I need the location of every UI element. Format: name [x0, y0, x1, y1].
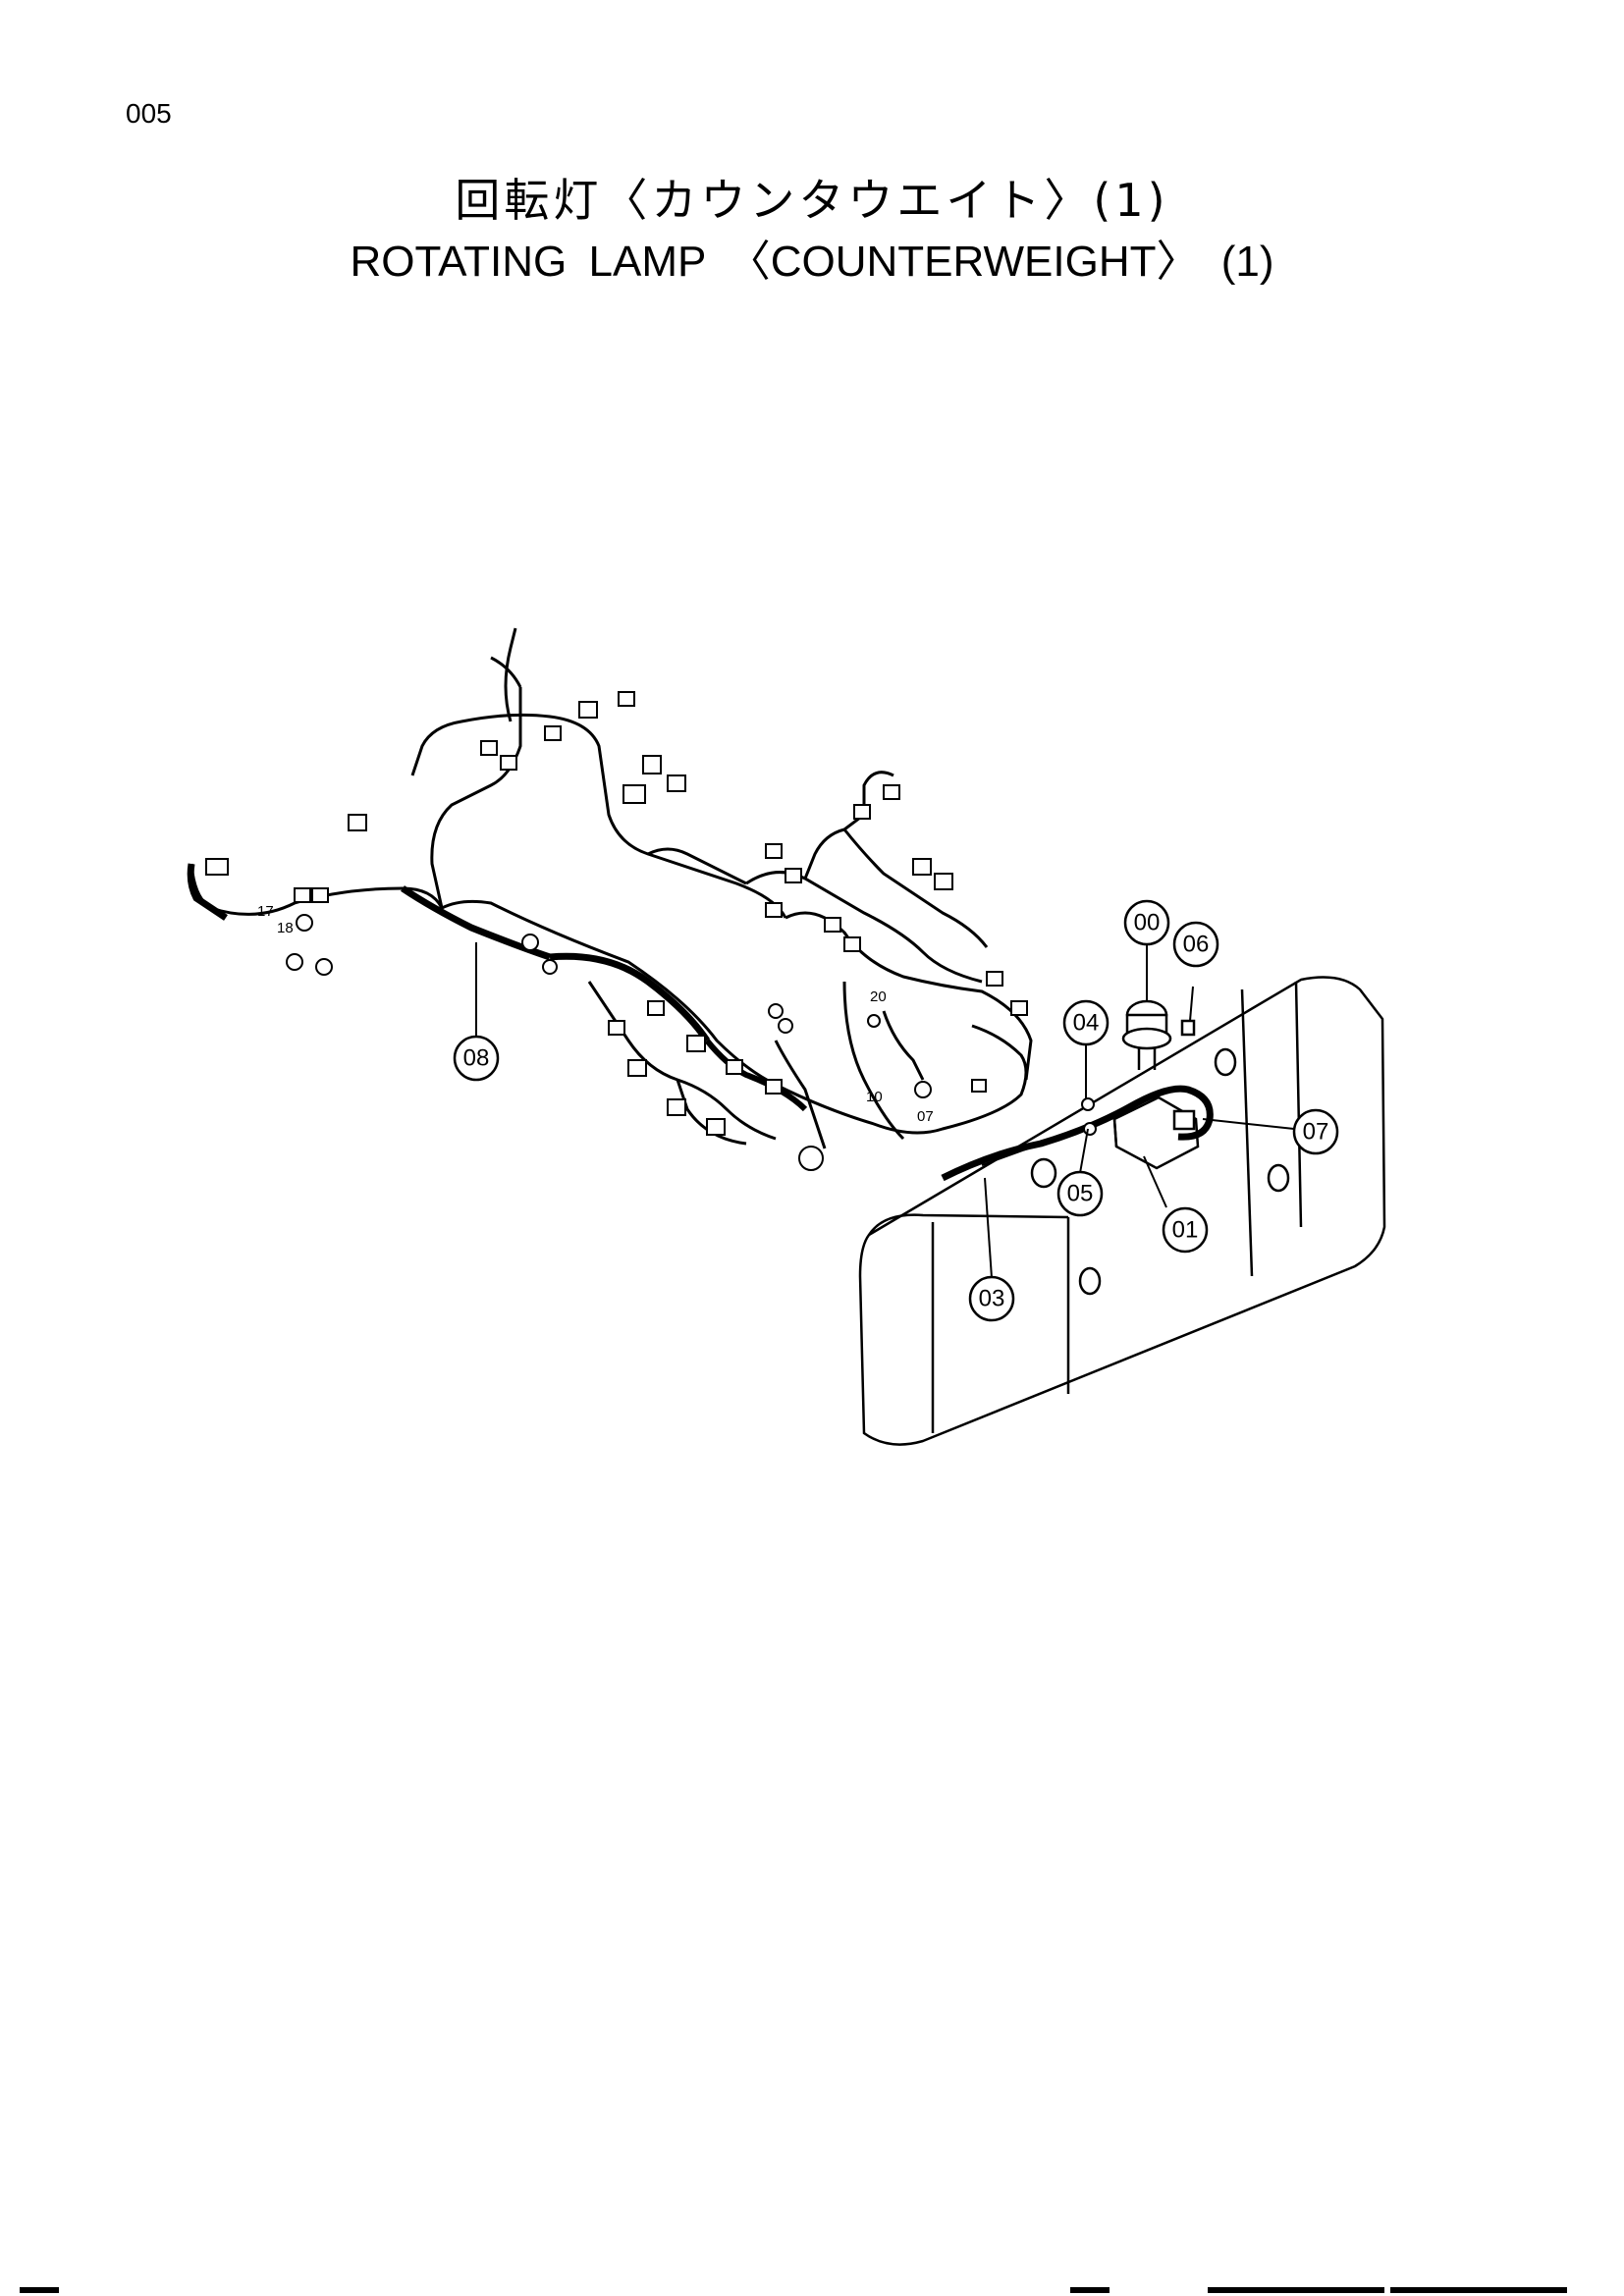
callout-03: 03: [968, 1275, 1015, 1322]
page-number: 005: [126, 98, 172, 129]
counterweight: [858, 976, 1386, 1446]
harness-connectors: [205, 691, 1028, 1171]
svg-text:08: 08: [463, 1045, 490, 1072]
label-07-small: 07: [917, 1108, 934, 1125]
footer-rule-4: [1390, 2287, 1567, 2293]
callout-07: 07: [1292, 1108, 1339, 1155]
harness-labels: 17 18 20 10 07: [257, 903, 934, 1125]
footer-rule-1: [20, 2287, 59, 2293]
svg-text:06: 06: [1183, 932, 1210, 958]
callout-00: 00: [1123, 899, 1170, 946]
lamp-bracket: [1112, 1095, 1200, 1170]
svg-text:04: 04: [1073, 1010, 1100, 1037]
callout-05: 05: [1056, 1170, 1104, 1217]
footer-rule-3: [1208, 2287, 1384, 2293]
callout-04: 04: [1062, 999, 1110, 1046]
svg-text:00: 00: [1134, 910, 1161, 936]
callout-leaders: [475, 942, 1295, 1279]
title-japanese: 回転灯〈カウンタウエイト〉(1): [455, 174, 1169, 227]
label-20: 20: [870, 988, 887, 1005]
svg-text:05: 05: [1067, 1181, 1094, 1207]
footer-rule-2: [1070, 2287, 1110, 2293]
label-17: 17: [257, 903, 274, 920]
callout-06: 06: [1172, 921, 1219, 968]
rotating-lamp: [1121, 999, 1172, 1070]
svg-text:01: 01: [1172, 1217, 1199, 1244]
label-18: 18: [277, 920, 294, 936]
svg-text:03: 03: [979, 1286, 1005, 1312]
lamp-nut: [1180, 1019, 1196, 1037]
callout-08: 08: [453, 1035, 500, 1082]
svg-text:07: 07: [1303, 1119, 1329, 1146]
label-10: 10: [866, 1089, 883, 1105]
callout-01: 01: [1162, 1206, 1209, 1254]
title-english: ROTATING LAMP 〈COUNTERWEIGHT〉 (1): [350, 238, 1274, 286]
